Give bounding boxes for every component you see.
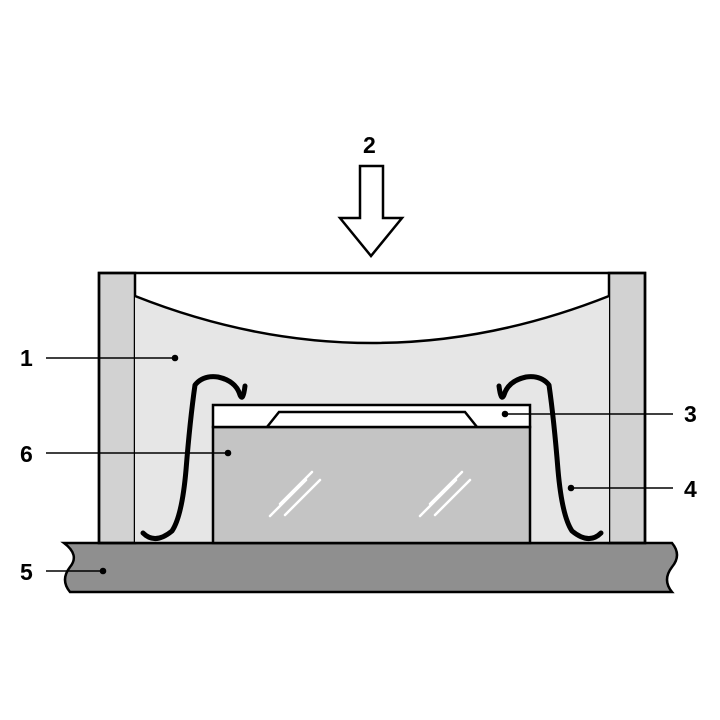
board-shape xyxy=(60,541,679,594)
leader-dot-6 xyxy=(224,449,232,457)
spring-clip-left xyxy=(140,374,248,541)
spring-clip-right xyxy=(496,374,604,541)
housing-curved-membrane xyxy=(134,294,610,345)
top-plate xyxy=(211,403,532,429)
leader-dot-4 xyxy=(567,484,575,492)
housing-left-wall xyxy=(97,271,137,545)
callout-label-4: 4 xyxy=(684,476,697,502)
callout-label-1: 1 xyxy=(20,345,33,371)
leader-dot-3 xyxy=(501,410,509,418)
top-plate-raised-pad xyxy=(266,410,478,428)
leader-lines xyxy=(46,354,673,575)
leader-dot-1 xyxy=(171,354,179,362)
housing-right-wall xyxy=(607,271,647,545)
chip-body xyxy=(211,425,532,545)
callout-label-5: 5 xyxy=(20,559,33,585)
callout-label-2: 2 xyxy=(363,132,376,158)
callout-label-6: 6 xyxy=(20,441,33,467)
leader-dot-5 xyxy=(99,567,107,575)
force-arrow-shape xyxy=(337,164,405,258)
chip-reflection-marks xyxy=(268,470,472,518)
callout-label-3: 3 xyxy=(684,401,697,427)
